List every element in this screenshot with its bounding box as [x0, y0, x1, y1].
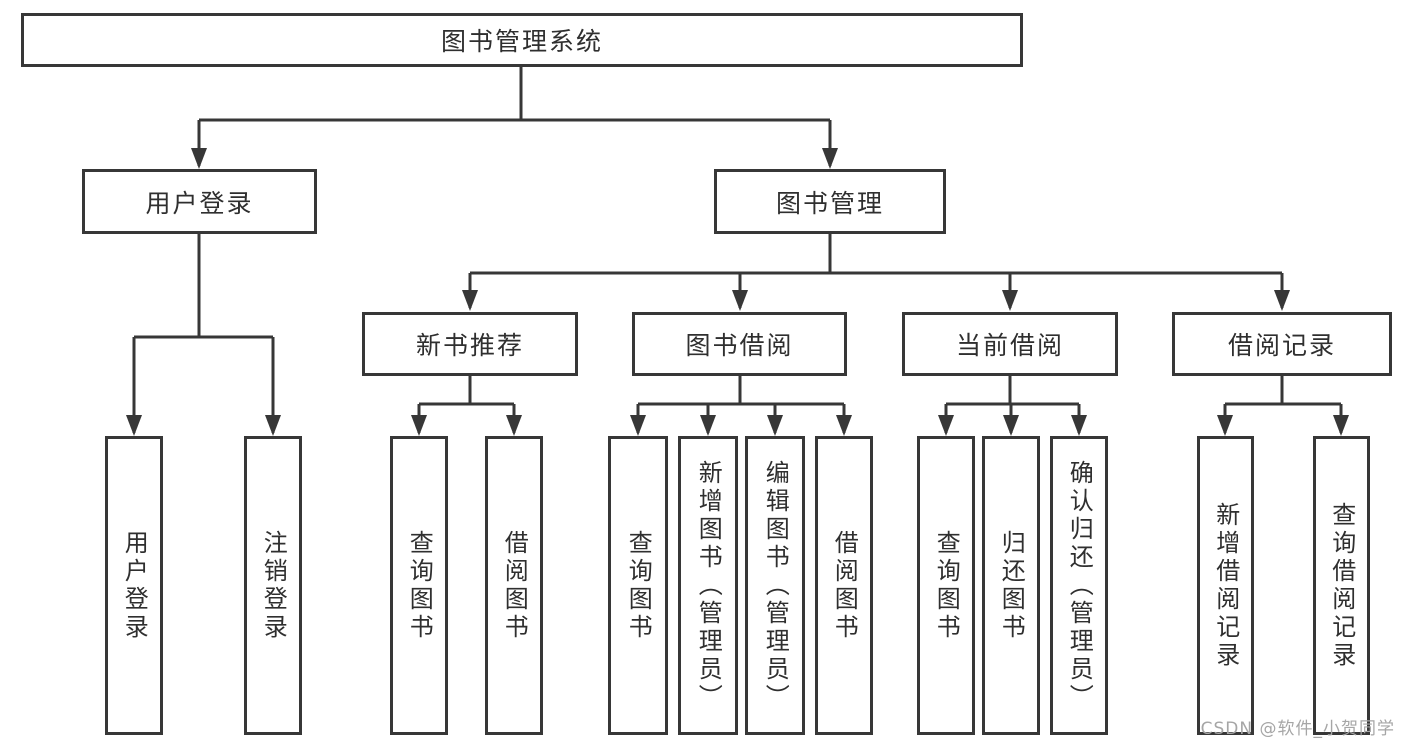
arrow-down-icon [1003, 415, 1019, 436]
node-label: 借阅图书 [830, 529, 859, 642]
node-label: 当前借阅 [955, 331, 1064, 360]
node-label: 归还图书 [997, 529, 1026, 642]
arrow-down-icon [732, 290, 748, 311]
leaf-borrow-books-recommend: 借阅图书 [485, 436, 543, 735]
node-label: 用户登录 [145, 188, 254, 218]
arrow-down-icon [1217, 415, 1233, 436]
leaf-return-books: 归还图书 [982, 436, 1040, 735]
connector-new-book-recommend-children [411, 376, 522, 436]
node-label: 新书推荐 [415, 331, 524, 360]
arrow-down-icon [126, 415, 142, 436]
node-label: 图书管理系统 [440, 27, 603, 56]
arrow-down-icon [1333, 415, 1349, 436]
node-label: 查询图书 [405, 529, 434, 642]
leaf-query-books-borrowing: 查询图书 [608, 436, 668, 735]
leaf-add-books-admin: 新增图书（管理员） [678, 436, 738, 735]
arrow-down-icon [630, 415, 646, 436]
node-label: 图书借阅 [685, 331, 794, 360]
node-label: 借阅图书 [500, 529, 529, 642]
leaf-logout: 注销登录 [244, 436, 302, 735]
arrow-down-icon [191, 148, 207, 169]
arrow-down-icon [700, 415, 716, 436]
node-label: 图书管理 [775, 188, 884, 218]
node-new-book-recommend: 新书推荐 [362, 312, 578, 376]
leaf-edit-books-admin: 编辑图书（管理员） [745, 436, 805, 735]
arrow-down-icon [1002, 290, 1018, 311]
node-user-login: 用户登录 [82, 169, 317, 234]
leaf-query-books-recommend: 查询图书 [390, 436, 448, 735]
connector-book-management-children [462, 234, 1290, 311]
leaf-user-login: 用户登录 [105, 436, 163, 735]
node-label: 新增图书（管理员） [694, 459, 723, 712]
arrow-down-icon [1274, 290, 1290, 311]
node-label: 查询图书 [932, 529, 961, 642]
node-label: 注销登录 [259, 529, 288, 642]
leaf-query-borrow-record: 查询借阅记录 [1313, 436, 1370, 735]
node-book-management-system: 图书管理系统 [21, 13, 1023, 67]
node-label: 用户登录 [120, 529, 149, 642]
arrow-down-icon [411, 415, 427, 436]
arrow-down-icon [767, 415, 783, 436]
node-label: 编辑图书（管理员） [761, 459, 790, 712]
arrow-down-icon [506, 415, 522, 436]
connector-user-login-children [126, 234, 281, 436]
connector-borrowing-records-children [1217, 376, 1349, 436]
node-label: 新增借阅记录 [1211, 501, 1240, 670]
node-label: 借阅记录 [1227, 331, 1336, 360]
node-book-management: 图书管理 [714, 169, 946, 234]
connector-current-borrowing-children [938, 376, 1087, 436]
node-label: 确认归还（管理员） [1065, 459, 1094, 712]
leaf-confirm-return-admin: 确认归还（管理员） [1050, 436, 1108, 735]
arrow-down-icon [1071, 415, 1087, 436]
arrow-down-icon [462, 290, 478, 311]
node-label: 查询图书 [624, 529, 653, 642]
node-book-borrowing: 图书借阅 [632, 312, 847, 376]
leaf-query-books-current: 查询图书 [917, 436, 975, 735]
arrow-down-icon [938, 415, 954, 436]
connector-book-borrowing-children [630, 376, 852, 436]
arrow-down-icon [265, 415, 281, 436]
node-borrowing-records: 借阅记录 [1172, 312, 1392, 376]
node-label: 查询借阅记录 [1327, 501, 1356, 670]
leaf-borrow-books-borrowing: 借阅图书 [815, 436, 873, 735]
csdn-watermark: CSDN @软件_小贺同学 [1200, 719, 1395, 739]
leaf-add-borrow-record: 新增借阅记录 [1197, 436, 1254, 735]
connector-root-to-level2 [191, 67, 838, 169]
arrow-down-icon [822, 148, 838, 169]
arrow-down-icon [836, 415, 852, 436]
node-current-borrowing: 当前借阅 [902, 312, 1118, 376]
